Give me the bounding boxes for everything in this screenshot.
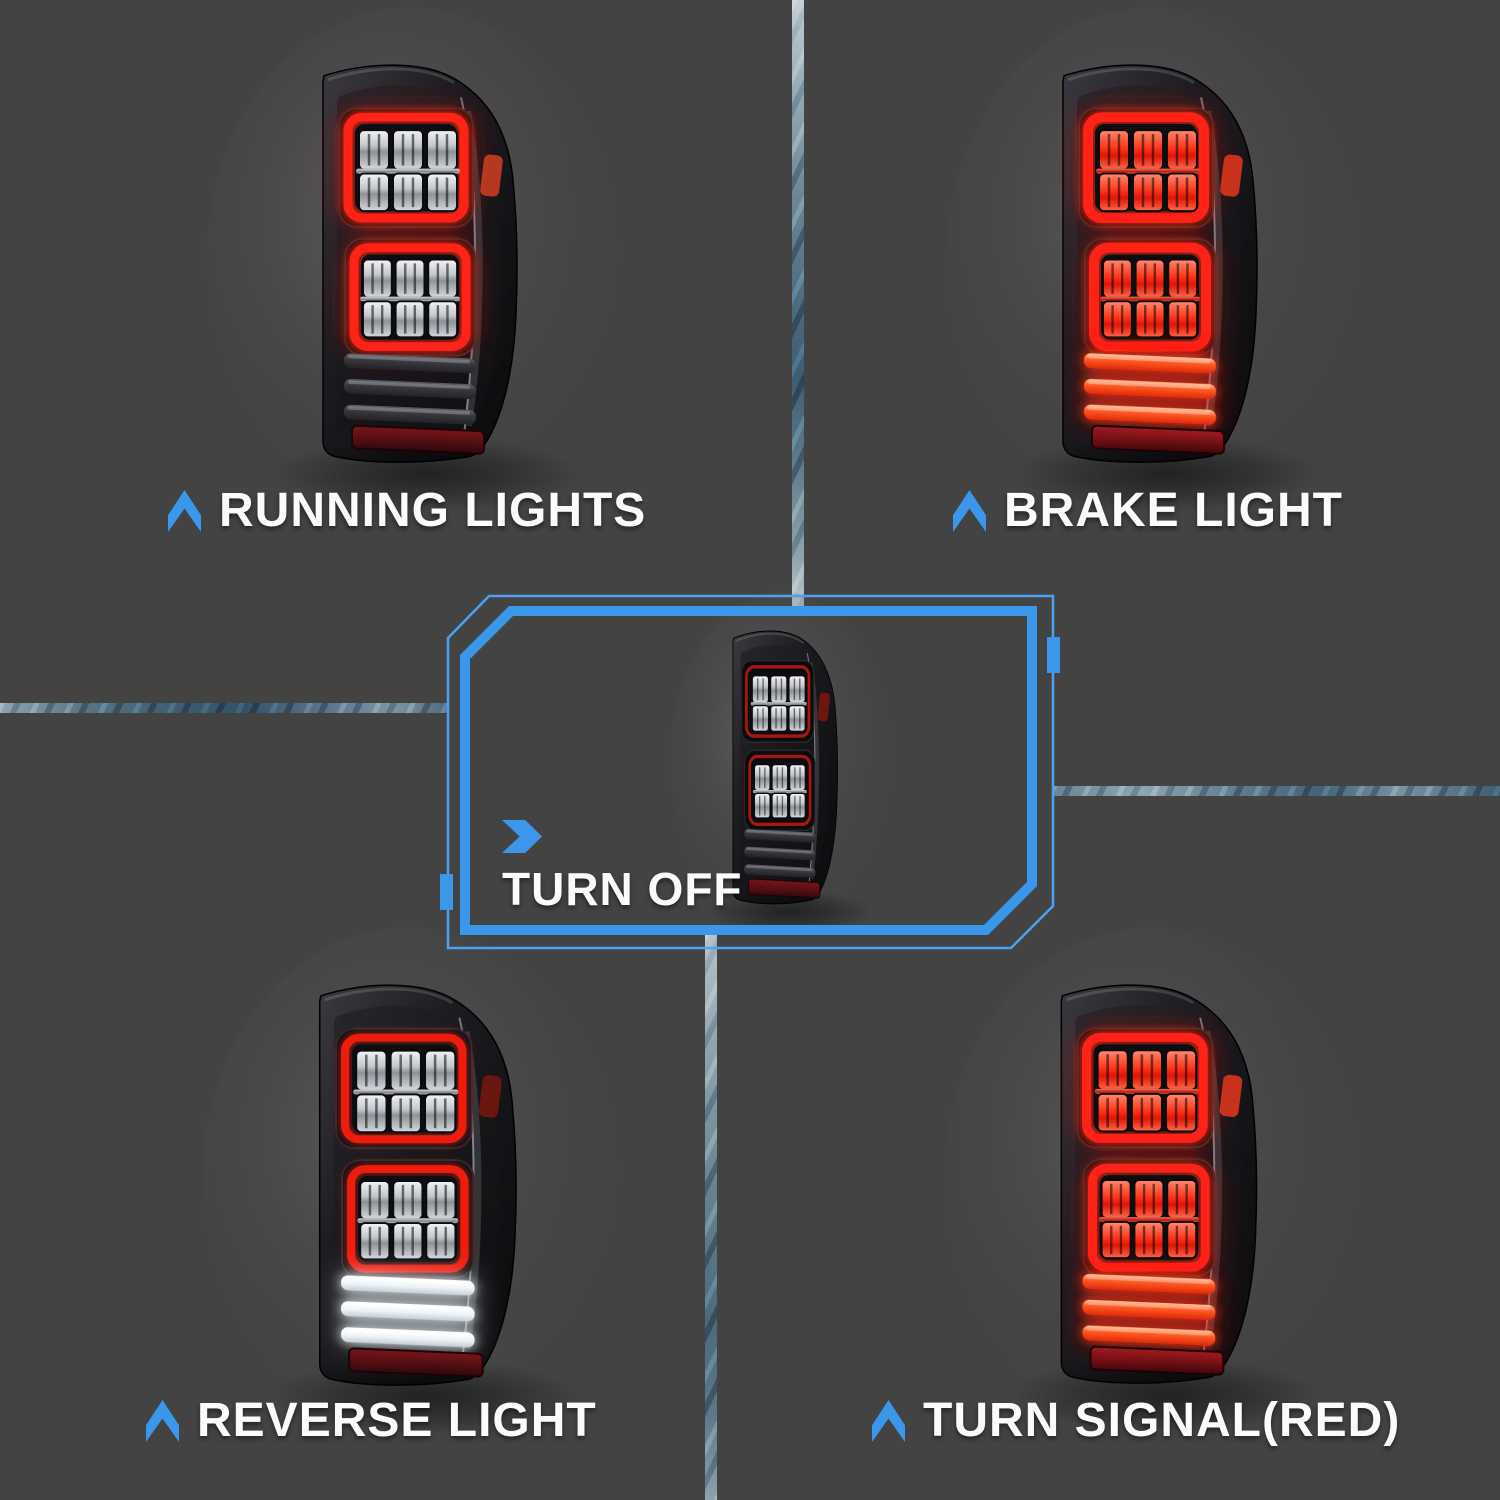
caption-turn-signal-red: TURN SIGNAL(RED) bbox=[872, 1397, 1400, 1445]
caption-turn-off-arrow bbox=[502, 820, 542, 853]
taillight-shadow bbox=[1013, 1358, 1319, 1432]
chevron-up-icon bbox=[146, 1400, 179, 1442]
caption-text: TURN SIGNAL(RED) bbox=[923, 1394, 1401, 1447]
caption-brake-light: BRAKE LIGHT bbox=[953, 487, 1343, 535]
chevron-right-icon bbox=[502, 820, 542, 853]
frame-inner-border bbox=[460, 606, 1037, 935]
caption-reverse-light: REVERSE LIGHT bbox=[146, 1397, 597, 1445]
caption-text: REVERSE LIGHT bbox=[197, 1394, 597, 1447]
taillight-turn-signal-red bbox=[1000, 972, 1332, 1432]
divider-line-bottom-vertical bbox=[705, 932, 717, 1500]
taillight-running-lights bbox=[262, 52, 592, 511]
frame-right-tick bbox=[1047, 637, 1060, 673]
taillight-reverse-light-graphic bbox=[258, 972, 592, 1400]
taillight-reverse-light bbox=[258, 972, 592, 1434]
divider-line-top-vertical bbox=[792, 0, 804, 610]
taillight-shadow bbox=[275, 437, 579, 511]
caption-text: TURN OFF bbox=[502, 863, 743, 915]
chevron-up-icon bbox=[872, 1400, 905, 1442]
taillight-running-lights-graphic bbox=[262, 52, 592, 477]
caption-text: RUNNING LIGHTS bbox=[219, 484, 647, 537]
taillight-shadow bbox=[271, 1360, 579, 1434]
taillight-brake-light bbox=[1002, 52, 1332, 511]
divider-line-left-horizontal bbox=[0, 703, 448, 713]
taillight-shadow bbox=[1015, 437, 1319, 511]
highlight-frame bbox=[440, 594, 1060, 950]
chevron-up-icon bbox=[953, 490, 986, 532]
chevron-up-icon bbox=[168, 490, 201, 532]
caption-turn-off: TURN OFF bbox=[502, 866, 743, 912]
divider-line-right-horizontal bbox=[1052, 786, 1500, 796]
caption-text: BRAKE LIGHT bbox=[1004, 484, 1343, 537]
frame-left-tick bbox=[440, 874, 453, 910]
caption-running-lights: RUNNING LIGHTS bbox=[168, 487, 646, 535]
taillight-brake-light-graphic bbox=[1002, 52, 1332, 477]
frame-outer-outline bbox=[446, 594, 1055, 950]
taillight-turn-signal-red-graphic bbox=[1000, 972, 1332, 1398]
